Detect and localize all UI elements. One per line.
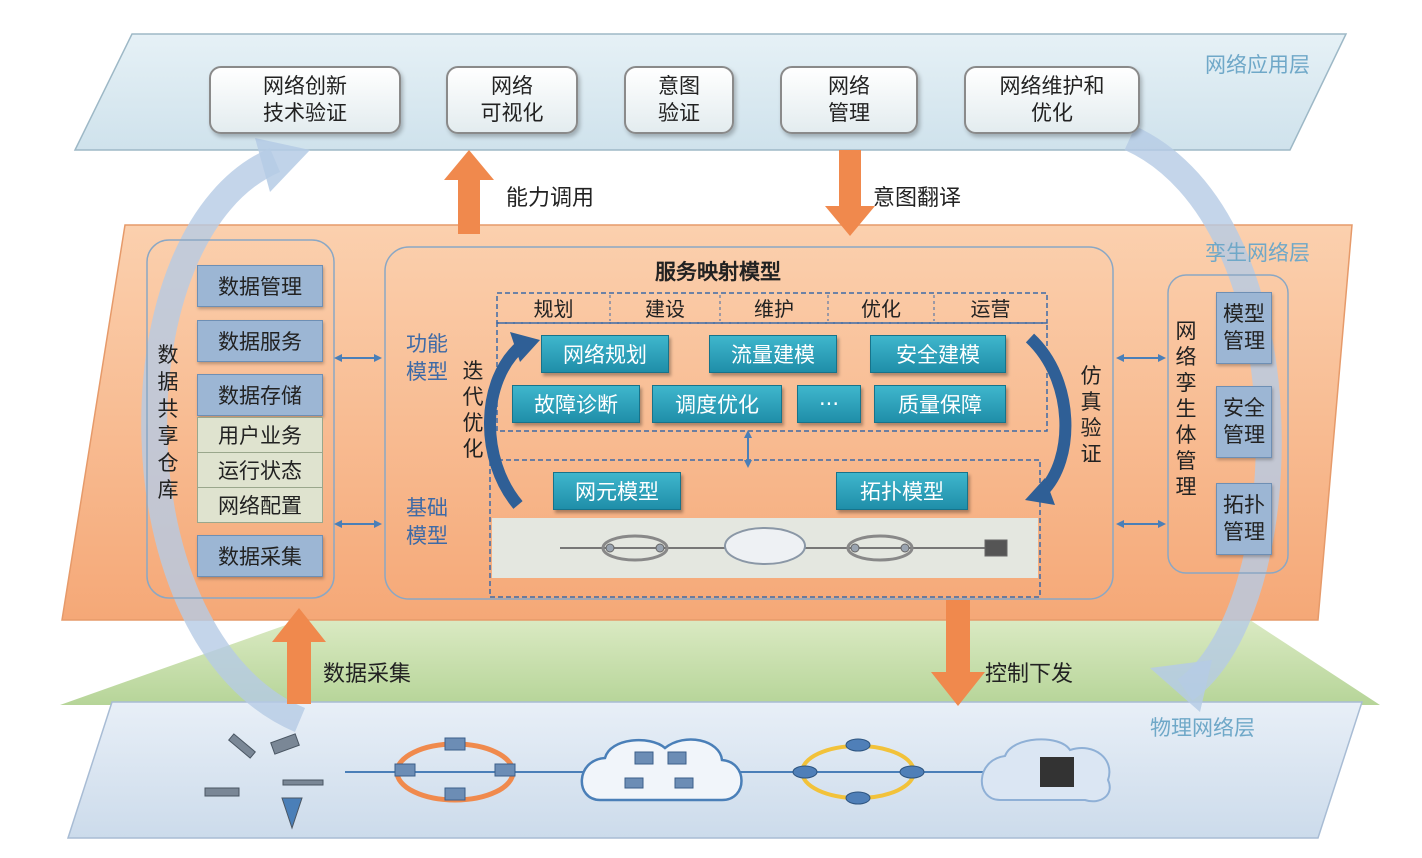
func-network-planning: 网络规划 <box>541 335 669 373</box>
service-model-title: 服务映射模型 <box>655 260 781 284</box>
app-box-maintenance-optimize: 网络维护和 优化 <box>964 66 1140 134</box>
tab-planning: 规划 <box>533 296 574 321</box>
func-quality-assurance: 质量保障 <box>874 385 1006 423</box>
repo-item-data-service: 数据服务 <box>197 320 323 362</box>
sim-verify-arrow <box>1025 333 1072 497</box>
func-scheduling-optimize: 调度优化 <box>652 385 782 423</box>
data-repo-title: 数据 共享 仓库 <box>157 343 179 502</box>
app-box-visualization: 网络 可视化 <box>446 66 578 134</box>
base-model-label: 基础 模型 <box>406 496 448 548</box>
func-ellipsis: ··· <box>797 385 861 423</box>
service-model-frame <box>384 246 1114 600</box>
twin-layer-label: 孪生网络层 <box>1205 241 1310 265</box>
mgmt-model-management: 模型 管理 <box>1216 292 1272 364</box>
tab-maintenance: 维护 <box>754 296 794 321</box>
data-repo-frame <box>146 239 335 599</box>
repo-item-data-collection: 数据采集 <box>197 535 323 577</box>
cloud-network <box>580 738 743 802</box>
app-box-intent-verify: 意图 验证 <box>624 66 734 134</box>
iterative-optimize-arrow <box>484 340 527 509</box>
function-dashed-box <box>496 322 1048 432</box>
func-fault-diagnosis: 故障诊断 <box>512 385 640 423</box>
function-model-label: 功能 模型 <box>406 332 448 384</box>
mgmt-security-management: 安全 管理 <box>1216 386 1272 458</box>
tab-optimization: 优化 <box>861 296 901 321</box>
app-box-network-management: 网络 管理 <box>780 66 918 134</box>
func-traffic-modeling: 流量建模 <box>709 335 837 373</box>
physical-layer-label: 物理网络层 <box>1150 716 1255 740</box>
tabs-dashed-box <box>496 292 1048 324</box>
base-topology-model: 拓扑模型 <box>836 472 968 510</box>
repo-item-user-business: 用户业务 <box>197 417 323 453</box>
application-layer-label: 网络应用层 <box>1205 53 1310 77</box>
capability-call-arrow <box>444 150 494 234</box>
capability-call-label: 能力调用 <box>506 186 595 211</box>
tab-operation: 运营 <box>970 296 1011 321</box>
control-issue-arrow <box>931 600 985 706</box>
base-dashed-box <box>489 459 1041 598</box>
repo-item-data-management: 数据管理 <box>197 265 323 307</box>
data-collection-arrow <box>272 608 326 704</box>
app-box-innovation-verify: 网络创新 技术验证 <box>209 66 401 134</box>
control-issue-label: 控制下发 <box>985 662 1074 687</box>
cycle-arrow-right-head <box>1150 660 1212 712</box>
data-collection-label: 数据采集 <box>323 662 412 687</box>
physical-network-icons <box>204 733 1111 830</box>
intent-translation-arrow <box>825 150 875 236</box>
mgmt-topology-management: 拓扑 管理 <box>1216 483 1272 555</box>
base-network-element-model: 网元模型 <box>553 472 681 510</box>
satellite-and-tower-icons <box>204 733 324 830</box>
cycle-arrow-left <box>141 148 306 732</box>
tab-construction: 建设 <box>645 296 685 321</box>
repo-item-network-config: 网络配置 <box>197 487 323 523</box>
base-network-icons <box>560 527 1008 565</box>
repo-item-running-state: 运行状态 <box>197 452 323 488</box>
twin-mgmt-frame <box>1167 274 1289 574</box>
iterative-optimize-label: 迭 代 优 化 <box>462 359 484 461</box>
repo-item-data-storage: 数据存储 <box>197 374 323 416</box>
sim-verify-label: 仿 真 验 证 <box>1080 364 1102 466</box>
func-security-modeling: 安全建模 <box>870 335 1006 373</box>
projection-plane <box>60 620 1380 705</box>
twin-mgmt-title: 网 络 孪 生 体 管 理 <box>1175 319 1197 499</box>
cycle-arrow-left-head <box>255 138 310 192</box>
intent-translation-label: 意图翻译 <box>873 186 962 211</box>
